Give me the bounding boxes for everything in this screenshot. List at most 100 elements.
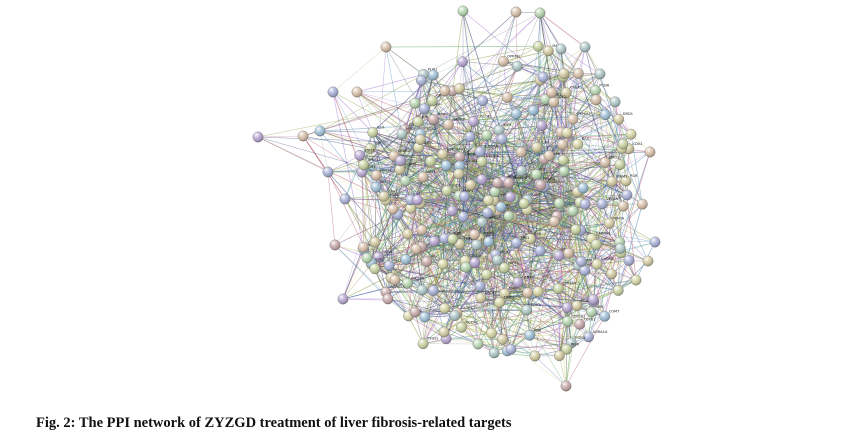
interaction-edge <box>566 241 620 308</box>
interaction-edge <box>456 312 567 350</box>
node-label: PPARG <box>543 177 555 181</box>
protein-node <box>560 380 572 392</box>
node-label: COL3A1 <box>463 159 477 163</box>
interaction-edge <box>391 263 443 279</box>
interaction-edge <box>374 241 456 316</box>
node-label: ADRA2A <box>390 285 405 289</box>
interaction-edge <box>548 50 596 91</box>
node-label: MAOA <box>613 216 624 220</box>
interaction-edge <box>510 292 529 350</box>
protein-node <box>419 311 431 323</box>
protein-node: HTR3A <box>512 275 535 288</box>
interaction-edge <box>578 73 643 205</box>
interaction-edge <box>334 160 401 246</box>
interaction-edge <box>497 210 567 350</box>
protein-node <box>644 146 656 158</box>
interaction-edge <box>572 210 656 243</box>
interaction-edge <box>332 46 387 93</box>
protein-node <box>609 96 621 108</box>
protein-node: GSK3B <box>439 231 462 244</box>
interaction-edge <box>486 97 508 136</box>
interaction-edge <box>421 133 632 231</box>
interaction-edge <box>515 11 518 67</box>
interaction-edge <box>487 212 503 340</box>
protein-node <box>505 343 517 355</box>
interaction-edge <box>421 289 512 350</box>
protein-node <box>534 245 546 257</box>
interaction-edge <box>421 216 464 231</box>
interaction-edge <box>626 148 630 196</box>
node-label: TGFB1 <box>583 317 596 321</box>
node-label: ERBB2 <box>398 149 410 153</box>
interaction-edge <box>462 61 511 198</box>
protein-node: NFKBIA <box>476 155 500 168</box>
interaction-edge <box>576 252 622 306</box>
node-label: DRD1 <box>623 112 633 116</box>
protein-node <box>587 294 599 305</box>
node-label: MMP1 <box>463 189 474 193</box>
interaction-edge <box>431 61 463 101</box>
interaction-edge <box>565 316 605 387</box>
protein-node: AHR <box>586 305 604 318</box>
protein-node: CHEK1 <box>560 86 582 99</box>
protein-node <box>453 83 465 94</box>
interaction-edge <box>392 184 471 210</box>
node-label: GSK3B <box>449 231 462 235</box>
protein-node <box>409 306 421 318</box>
interaction-edge <box>405 74 424 181</box>
interaction-edge <box>559 194 628 204</box>
protein-node <box>252 131 264 143</box>
interaction-edge <box>582 147 623 189</box>
interaction-edge <box>445 136 471 166</box>
node-label: NR3C1 <box>467 153 479 157</box>
interaction-edge <box>414 239 453 313</box>
interaction-edge <box>257 135 304 138</box>
interaction-edge <box>376 175 411 209</box>
node-label: SELE <box>508 174 518 178</box>
protein-node <box>577 182 589 194</box>
protein-node <box>537 71 549 83</box>
interaction-edge <box>595 90 619 120</box>
protein-node: ABCB1 <box>475 291 497 304</box>
node-label: HIF1A <box>508 261 519 265</box>
interaction-edge <box>319 74 424 132</box>
node-label: TNF <box>373 142 381 146</box>
protein-node: CCND1 <box>394 163 416 176</box>
protein-node <box>437 258 449 270</box>
protein-node <box>558 68 570 79</box>
interaction-edge <box>523 203 577 230</box>
interaction-edge <box>481 130 500 180</box>
interaction-edge <box>394 208 412 281</box>
protein-node <box>630 274 642 286</box>
node-label: AR <box>431 255 436 259</box>
protein-node <box>476 174 488 185</box>
protein-node: MAPK1 <box>499 287 521 299</box>
interaction-edge <box>356 74 424 93</box>
interaction-edge <box>577 144 603 204</box>
protein-node: HMOX1 <box>358 158 381 171</box>
protein-node <box>612 284 624 296</box>
interaction-edge <box>356 91 373 133</box>
node-label: PIK3CG <box>411 276 424 280</box>
interaction-edge <box>580 203 643 231</box>
protein-node <box>439 85 451 97</box>
protein-node <box>614 159 626 171</box>
protein-node <box>482 207 493 219</box>
protein-node <box>457 56 468 68</box>
node-label: ACHE <box>531 193 542 197</box>
protein-node <box>561 302 573 313</box>
interaction-edge <box>540 184 620 243</box>
node-label: COMT <box>609 309 620 313</box>
interaction-edge <box>584 46 620 120</box>
interaction-edge <box>459 88 488 136</box>
interaction-edge <box>551 46 586 93</box>
interaction-edge <box>551 92 606 116</box>
interaction-edge <box>527 292 567 350</box>
protein-node <box>416 284 428 296</box>
node-label: BAX <box>582 137 590 141</box>
protein-node <box>515 146 527 158</box>
node-label: VCAM1 <box>548 180 561 184</box>
node-label: RELA <box>393 259 403 263</box>
interaction-edge <box>327 171 336 246</box>
interaction-edge <box>257 136 329 173</box>
